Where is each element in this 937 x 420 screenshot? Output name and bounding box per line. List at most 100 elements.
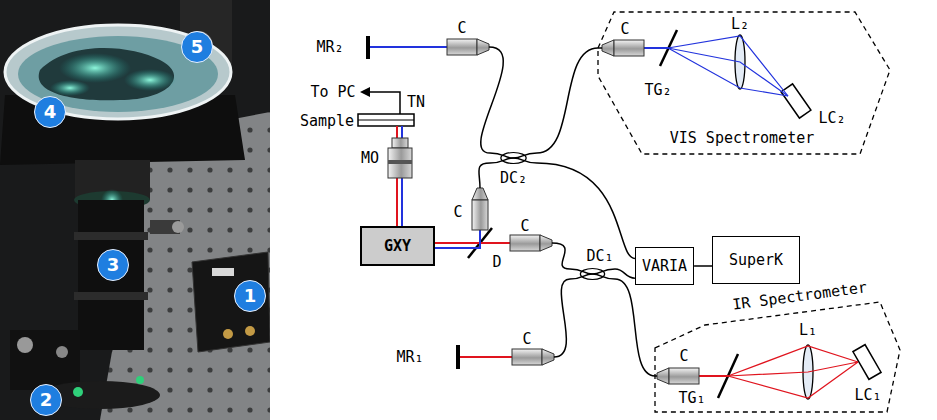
part-label: C (522, 331, 531, 348)
laser-beams (370, 47, 728, 376)
spectral-rays (668, 48, 788, 96)
part-label: L₂ (731, 16, 749, 33)
setup-photo (10, 330, 80, 390)
optical-components (358, 30, 881, 399)
spectral-rays (668, 36, 858, 398)
fiber-collimator (542, 349, 554, 365)
scanner-box: GXY (360, 226, 435, 266)
part-label: C (620, 21, 629, 38)
signal-arrow (368, 92, 400, 114)
fiber-collimator (657, 368, 669, 384)
fiber-coupler: DC₁ (570, 266, 615, 282)
part-label: L₁ (799, 322, 817, 339)
node-text: DC₁ (586, 248, 613, 265)
fiber-collimator (510, 235, 540, 251)
optical-components (358, 120, 414, 121)
part-label: TG₂ (644, 82, 671, 99)
part-label: C (679, 348, 688, 365)
setup-photo (136, 376, 144, 384)
fiber-collimator (512, 349, 542, 365)
callout-number: 4 (34, 96, 66, 128)
part-label: D (492, 254, 501, 271)
dashed-outline (655, 302, 900, 412)
optical-components (781, 84, 811, 118)
fiber-collimator (614, 40, 644, 56)
fiber-collimator (602, 40, 614, 56)
node-text: DC₂ (500, 170, 527, 187)
node-text: GXY (384, 238, 411, 255)
fiber-collimator (669, 368, 699, 384)
setup-photo (192, 252, 270, 352)
part-label: TN (407, 94, 425, 111)
setup-photo (73, 387, 83, 397)
part-label: MR₁ (396, 349, 423, 366)
laser-beams (435, 230, 480, 248)
setup-photo (223, 329, 233, 339)
signal-arrow (360, 87, 370, 97)
setup-photo (0, 0, 270, 420)
optical-components (456, 345, 460, 369)
signal-label: To PC (310, 84, 355, 101)
optical-components (358, 114, 414, 126)
callout-number: 1 (234, 280, 266, 312)
filter-box: VARIA (635, 247, 694, 285)
node-text: SuperK (729, 252, 783, 269)
optical-fiber (479, 47, 657, 376)
node-text: VIS Spectrometer (670, 130, 815, 147)
fiber-collimator (477, 39, 489, 55)
setup-photo (78, 200, 144, 350)
spectral-rays (728, 362, 858, 376)
node-text: VARIA (642, 258, 687, 275)
dashed-outline (598, 12, 890, 154)
setup-photo (172, 221, 184, 233)
fiber-coupler: DC₂ (490, 150, 537, 166)
setup-photo (74, 232, 148, 240)
spectral-rays (668, 48, 788, 96)
laser-beams (699, 375, 728, 377)
setup-photo (50, 80, 90, 96)
optical-fiber (552, 243, 570, 269)
optical-fiber (537, 48, 598, 153)
optical-fiber (615, 269, 635, 278)
callout-number: 3 (97, 249, 129, 281)
callout-number: 5 (181, 31, 213, 63)
spectral-rays (728, 346, 858, 376)
part-label: MO (361, 150, 379, 167)
objective-lens (388, 138, 412, 178)
optical-fiber (481, 47, 504, 153)
setup-photo (124, 69, 176, 91)
fiber-collimator (540, 235, 552, 251)
setup-photo (17, 337, 33, 353)
optical-fiber (537, 163, 635, 258)
coupler-outline (580, 269, 604, 280)
optical-components (366, 36, 370, 59)
coupler-outline (501, 153, 526, 164)
laser-source-box: SuperK (712, 236, 800, 284)
setup-photo (245, 326, 255, 336)
laser-beams (460, 356, 512, 358)
optical-fiber (615, 279, 655, 376)
objective-lens (388, 148, 412, 178)
optical-fiber (694, 265, 712, 267)
fiber-collimator (472, 188, 488, 200)
callout-number: 2 (30, 384, 62, 416)
part-label: C (453, 204, 462, 221)
setup-photo (212, 268, 234, 276)
optical-fiber (554, 279, 570, 357)
part-label: C (457, 20, 466, 37)
signal-arrow (360, 87, 400, 114)
part-label: MR₂ (316, 39, 343, 56)
spectral-rays (668, 36, 788, 96)
laser-beams (370, 46, 447, 48)
coupler-fiber (570, 274, 615, 279)
objective-lens (392, 138, 408, 148)
spectral-rays (728, 362, 858, 398)
objective-lens (388, 160, 412, 164)
setup-photo (74, 292, 148, 300)
optical-fiber (479, 163, 490, 188)
part-label: LC₁ (854, 387, 881, 404)
setup-photo (0, 0, 270, 420)
